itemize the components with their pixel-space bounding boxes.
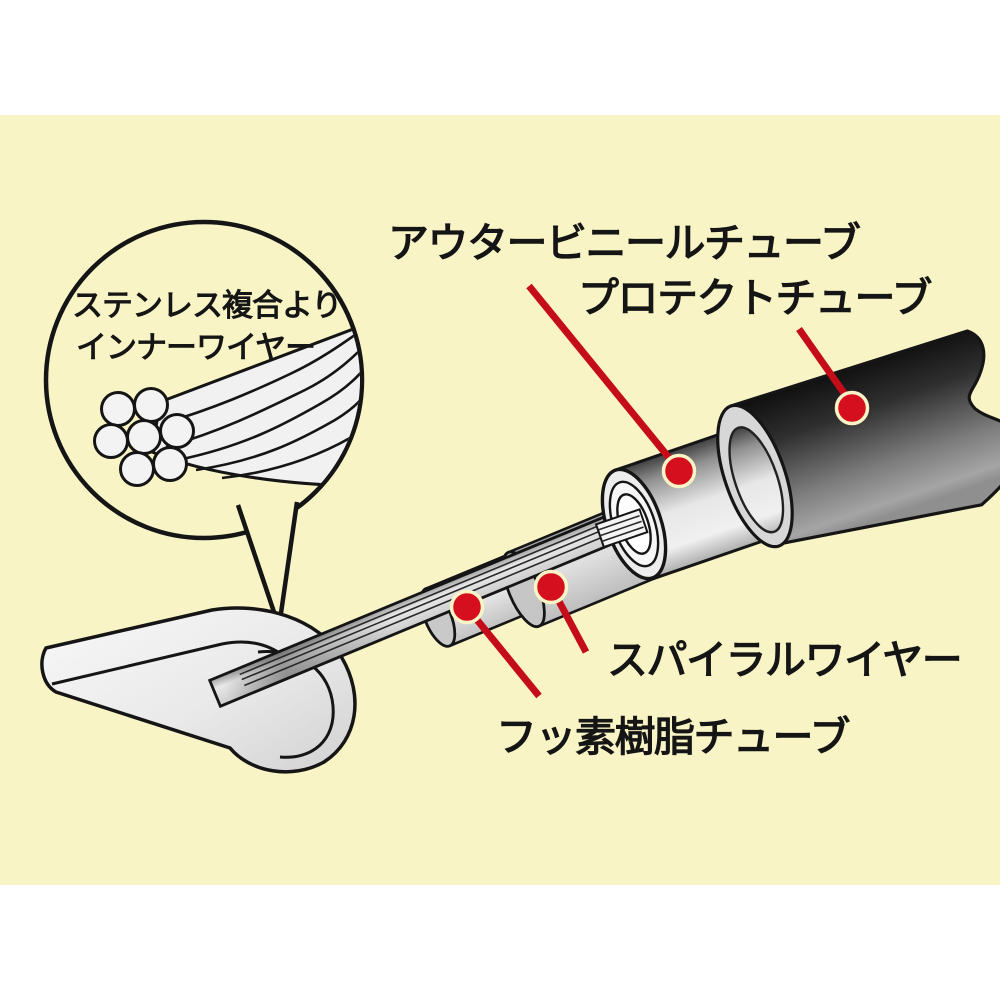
protect-tube-rim-inner [728,426,785,534]
inner-wire-strand-lines [239,503,657,687]
label-fluororesin-tube: フッ素樹脂チューブ [496,713,851,761]
inset-wire-illustration [93,319,360,488]
wire-bundle [150,319,360,488]
outer-tubes-section [594,329,1000,581]
label-spiral-wire: スパイラルワイヤー [607,636,961,684]
inner-wire-tip [594,508,649,549]
callout-dots [449,390,870,625]
callout-dot-spiral-wire [533,569,569,605]
inset-bubble: ステンレス複合より インナーワイヤー [43,219,365,628]
inset-label-line2: インナーワイヤー [76,330,315,366]
inset-label-line1: ステンレス複合より [72,288,341,324]
callout-dot-protect-tube [834,390,870,426]
wire-twist-lines [161,328,360,480]
callout-dot-outer-vinyl-tube [661,453,697,489]
wire-strand-ends [93,387,195,487]
callout-dot-fluororesin-tube [449,589,485,625]
protect-tube-part [716,329,1000,549]
callout-line-protect-tube [796,326,854,406]
callout-line-fluororesin-tube [466,607,542,699]
label-protect-tube: プロテクトチューブ [578,274,933,322]
label-outer-vinyl-tube: アウタービニールチューブ [388,219,861,267]
callout-line-outer-vinyl-tube [526,283,682,473]
t-fitting-body [40,606,357,774]
callout-lines [466,283,854,699]
